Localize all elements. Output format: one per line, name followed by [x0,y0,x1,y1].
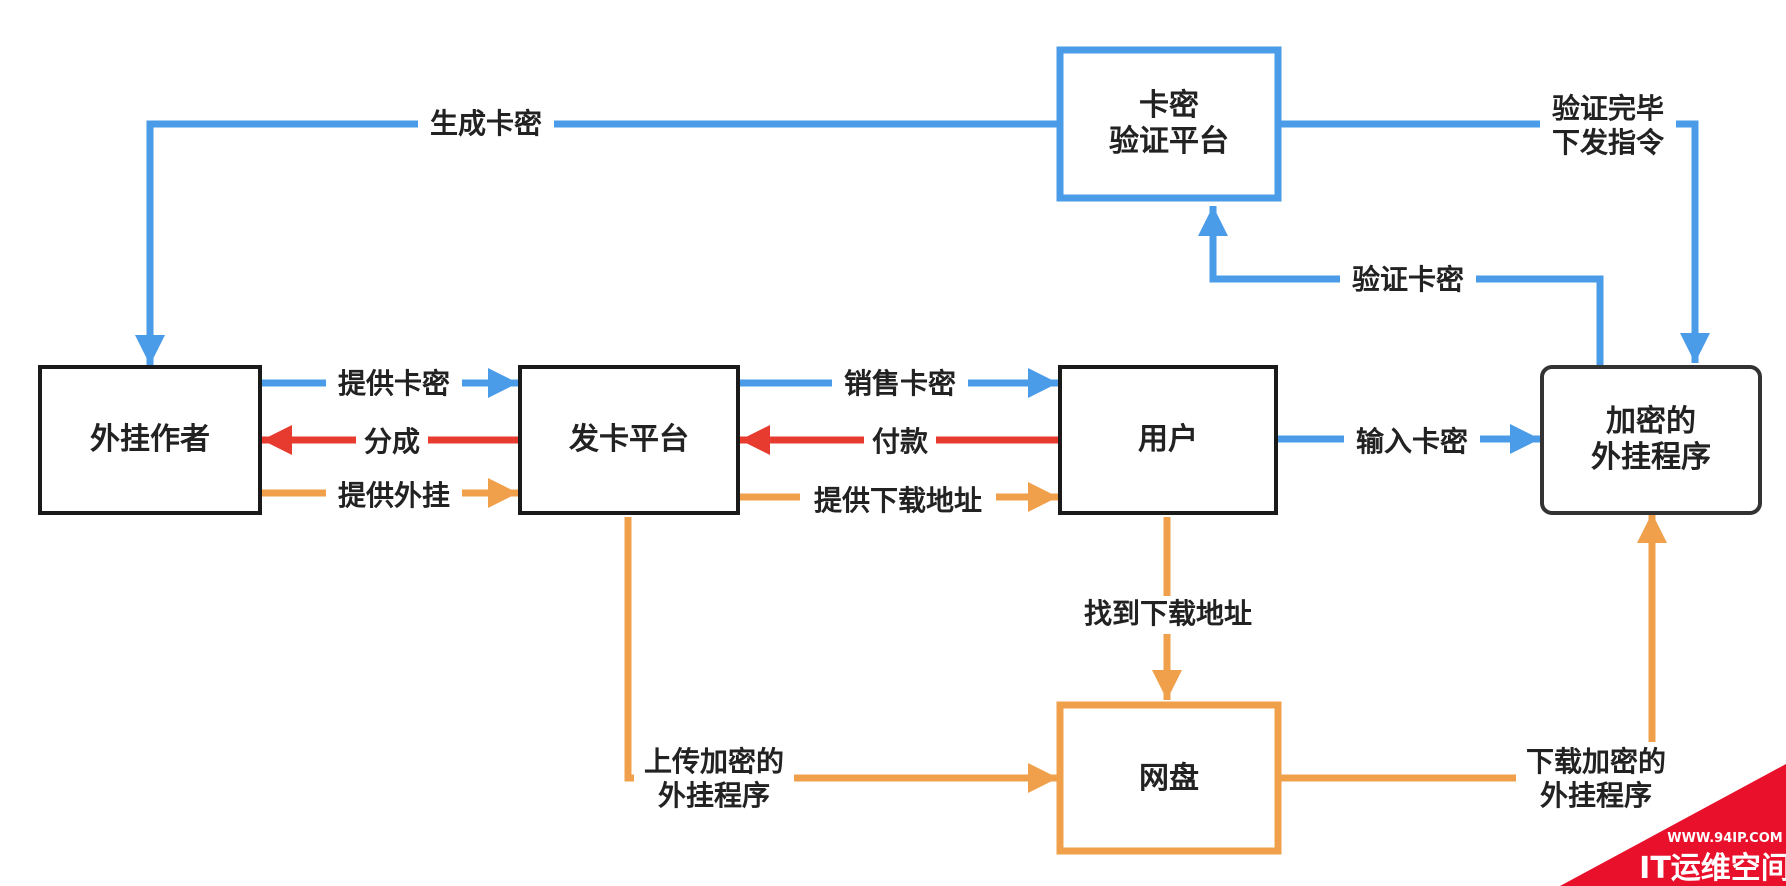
text-line: 验证完毕 [1552,92,1664,125]
svg-text:提供外挂: 提供外挂 [338,479,450,512]
label-verify-key: 验证卡密 [1340,262,1476,300]
text-line: 发卡平台 [568,422,689,457]
svg-text:提供卡密: 提供卡密 [338,367,450,400]
text-line: 生成卡密 [430,107,542,140]
label-download-program: 下载加密的外挂程序 [1516,742,1676,816]
svg-text:生成卡密: 生成卡密 [430,107,542,140]
text-line: 外挂作者 [90,422,210,457]
svg-text:输入卡密: 输入卡密 [1356,425,1468,458]
text-line: 外挂程序 [1540,779,1652,812]
node-program: 加密的外挂程序 [1540,365,1762,515]
text-line: 输入卡密 [1356,425,1468,458]
svg-text:付款: 付款 [872,425,929,458]
text-line: 用户 [1138,422,1198,457]
node-user: 用户 [1058,365,1278,515]
svg-text:销售卡密: 销售卡密 [844,367,956,400]
edge-verify-done [1280,120,1710,363]
node-netdisk: 网盘 [1056,701,1282,855]
text-line: 销售卡密 [844,367,956,400]
svg-text:分成: 分成 [364,425,420,458]
text-line: 卡密 [1139,88,1199,123]
text-line: 外挂程序 [1591,440,1711,475]
edge-generate-key [135,120,1058,365]
watermark-triangle [1560,764,1786,886]
node-author-label: 外挂作者 [90,422,210,457]
label-provide-cheat: 提供外挂 [326,478,462,516]
text-line: 找到下载地址 [1084,597,1252,630]
text-line: 下载加密的 [1526,745,1666,778]
label-provide-key: 提供卡密 [326,366,462,404]
svg-text:上传加密的外挂程序: 上传加密的外挂程序 [644,745,784,812]
node-program-label: 加密的外挂程序 [1591,404,1711,475]
label-input-key: 输入卡密 [1344,424,1480,462]
text-line: 验证卡密 [1352,263,1464,296]
edge-download-program [1280,513,1667,782]
label-find-download: 找到下载地址 [1072,596,1264,634]
edge-upload-program [624,517,1058,793]
label-verify-done: 验证完毕下发指令 [1540,90,1676,164]
label-sell-key: 销售卡密 [832,366,968,404]
svg-text:验证卡密: 验证卡密 [1352,263,1464,296]
text-line: 付款 [872,425,929,458]
text-line: 上传加密的 [644,745,784,778]
label-payment: 付款 [864,424,936,462]
node-card-platform: 发卡平台 [518,365,740,515]
node-verify-platform: 卡密验证平台 [1056,46,1282,202]
text-line: 验证平台 [1109,124,1229,159]
label-provide-download: 提供下载地址 [800,483,996,521]
watermark: WWW.94IP.COM IT运维空间 [1560,764,1786,886]
label-upload-program: 上传加密的外挂程序 [634,742,794,816]
text-line: 分成 [364,425,420,458]
node-card-platform-label: 发卡平台 [568,422,689,457]
node-netdisk-label: 网盘 [1139,761,1199,796]
text-line: 外挂程序 [658,779,770,812]
text-line: 提供下载地址 [814,484,982,517]
text-line: 下发指令 [1552,126,1665,159]
node-user-label: 用户 [1138,422,1198,457]
label-generate-key: 生成卡密 [418,106,554,144]
watermark-name: IT运维空间 [1639,851,1786,886]
svg-text:找到下载地址: 找到下载地址 [1084,597,1252,630]
svg-text:下载加密的外挂程序: 下载加密的外挂程序 [1526,745,1666,812]
node-verify-platform-label: 卡密验证平台 [1109,88,1229,159]
svg-text:提供下载地址: 提供下载地址 [814,484,982,517]
text-line: 加密的 [1606,404,1696,439]
label-revenue-share: 分成 [356,424,428,462]
text-line: 提供卡密 [338,367,450,400]
svg-text:验证完毕下发指令: 验证完毕下发指令 [1552,92,1665,159]
text-line: 提供外挂 [338,479,450,512]
node-author: 外挂作者 [38,365,262,515]
watermark-url: WWW.94IP.COM [1667,831,1782,846]
text-line: 网盘 [1139,761,1199,796]
